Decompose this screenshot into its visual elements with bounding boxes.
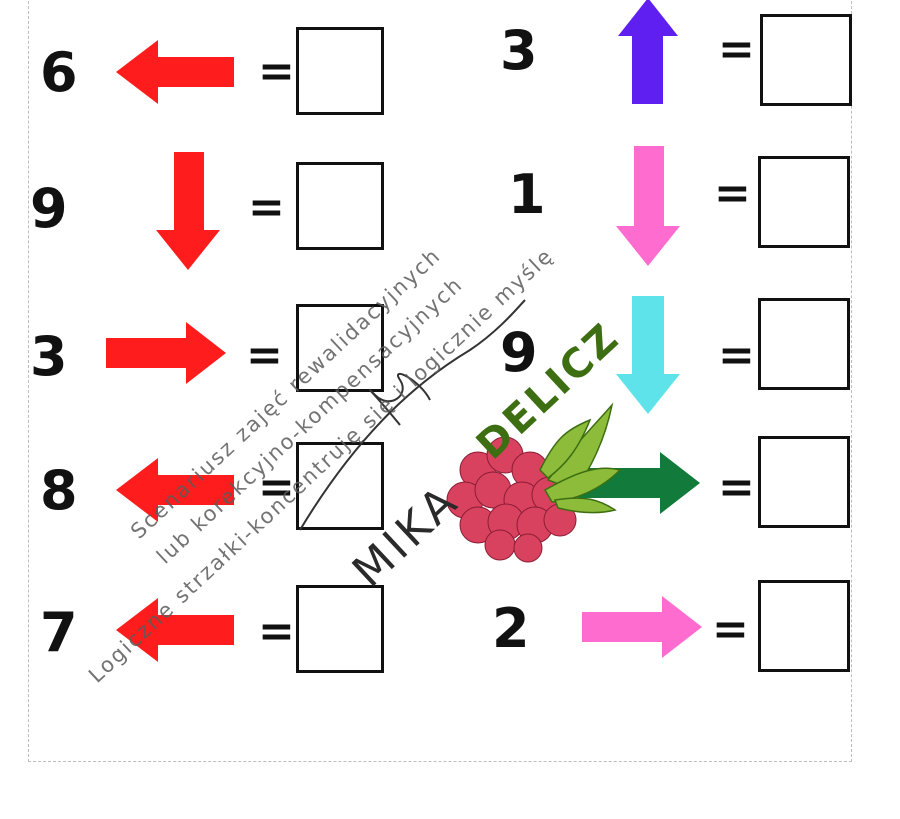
answer-box[interactable] xyxy=(296,27,384,115)
answer-box[interactable] xyxy=(760,14,852,106)
arrow-up-icon xyxy=(618,0,678,104)
worksheet-border xyxy=(28,0,852,762)
equals-sign: = xyxy=(714,168,751,219)
equals-sign: = xyxy=(248,182,285,233)
exercise-number: 2 xyxy=(492,597,530,660)
arrow-left-icon xyxy=(116,458,234,522)
exercise-number: 6 xyxy=(40,41,78,104)
answer-box[interactable] xyxy=(758,156,850,248)
answer-box[interactable] xyxy=(758,580,850,672)
answer-box[interactable] xyxy=(296,162,384,250)
arrow-right-icon xyxy=(578,452,700,514)
exercise-number: 3 xyxy=(30,325,68,388)
equals-sign: = xyxy=(718,330,755,381)
exercise-number: 3 xyxy=(500,19,538,82)
arrow-down-icon xyxy=(616,296,680,414)
equals-sign: = xyxy=(718,24,755,75)
arrow-left-icon xyxy=(116,40,234,104)
answer-box[interactable] xyxy=(296,304,384,392)
equals-sign: = xyxy=(258,462,295,513)
equals-sign: = xyxy=(258,46,295,97)
arrow-right-icon xyxy=(582,596,702,658)
exercise-number: 8 xyxy=(40,459,78,522)
equals-sign: = xyxy=(246,330,283,381)
arrow-left-icon xyxy=(116,598,234,662)
equals-sign: = xyxy=(258,606,295,657)
arrow-down-icon xyxy=(616,146,680,266)
exercise-number: 9 xyxy=(500,321,538,384)
arrow-right-icon xyxy=(106,322,226,384)
exercise-number: 9 xyxy=(30,177,68,240)
answer-box[interactable] xyxy=(296,585,384,673)
arrow-down-icon xyxy=(156,152,220,270)
exercise-number: 1 xyxy=(508,163,546,226)
equals-sign: = xyxy=(712,604,749,655)
exercise-number: 7 xyxy=(40,601,78,664)
equals-sign: = xyxy=(718,462,755,513)
answer-box[interactable] xyxy=(758,436,850,528)
answer-box[interactable] xyxy=(758,298,850,390)
answer-box[interactable] xyxy=(296,442,384,530)
